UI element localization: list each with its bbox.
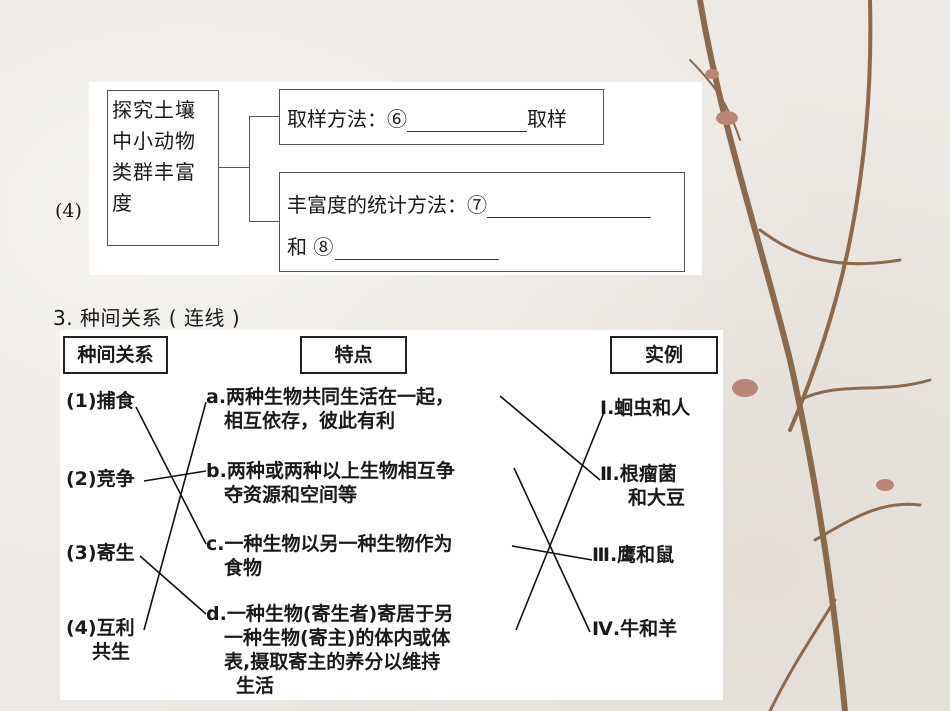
- blank-7: [487, 193, 651, 218]
- soil-topic-box: 探究土壤 中小动物 类群丰富 度: [107, 90, 219, 246]
- statistics-line1: 丰富度的统计方法：⑦: [287, 193, 487, 217]
- statistics-and: 和 ⑧: [287, 235, 334, 259]
- bracket-top: [249, 116, 279, 117]
- statistics-method-box: 丰富度的统计方法：⑦ 和 ⑧: [279, 172, 685, 272]
- feature-d: d.一种生物(寄生者)寄居于另 一种生物(寄主)的体内或体 表,摄取寄主的养分以…: [206, 603, 454, 697]
- relation-predation: (1)捕食: [66, 390, 135, 412]
- example-2: Ⅱ.根瘤菌 和大豆: [600, 463, 686, 509]
- sampling-method-box: 取样方法：⑥ 取样: [279, 89, 604, 145]
- section3-title: 3. 种间关系 ( 连线 ): [53, 306, 241, 330]
- blank-6: [407, 107, 527, 132]
- header-feature: 特点: [300, 336, 407, 374]
- header-relation: 种间关系: [63, 336, 168, 374]
- sampling-prefix: 取样方法：⑥: [287, 107, 407, 131]
- header-example: 实例: [610, 336, 718, 374]
- section4-number: (4): [55, 200, 82, 222]
- blank-8: [335, 235, 500, 260]
- feature-c: c.一种生物以另一种生物作为 食物: [206, 533, 453, 579]
- feature-b: b.两种或两种以上生物相互争 夺资源和空间等: [206, 460, 455, 506]
- topic-line: 类群丰富: [112, 160, 196, 184]
- relation-parasitism: (3)寄生: [66, 542, 135, 564]
- sampling-suffix: 取样: [527, 107, 567, 131]
- example-1: Ⅰ.蛔虫和人: [600, 397, 691, 419]
- topic-line: 探究土壤: [112, 98, 196, 122]
- relation-mutualism: (4)互利 共生: [66, 617, 135, 663]
- bracket-stem: [219, 167, 249, 168]
- bracket-vertical: [249, 116, 250, 221]
- relation-competition: (2)竞争: [66, 468, 135, 490]
- topic-line: 中小动物: [112, 129, 196, 153]
- example-4: Ⅳ.牛和羊: [592, 618, 678, 640]
- example-3: Ⅲ.鹰和鼠: [592, 544, 675, 566]
- bracket-bottom: [249, 221, 279, 222]
- topic-line: 度: [112, 191, 133, 215]
- feature-a: a.两种生物共同生活在一起， 相互依存，彼此有利: [206, 386, 455, 432]
